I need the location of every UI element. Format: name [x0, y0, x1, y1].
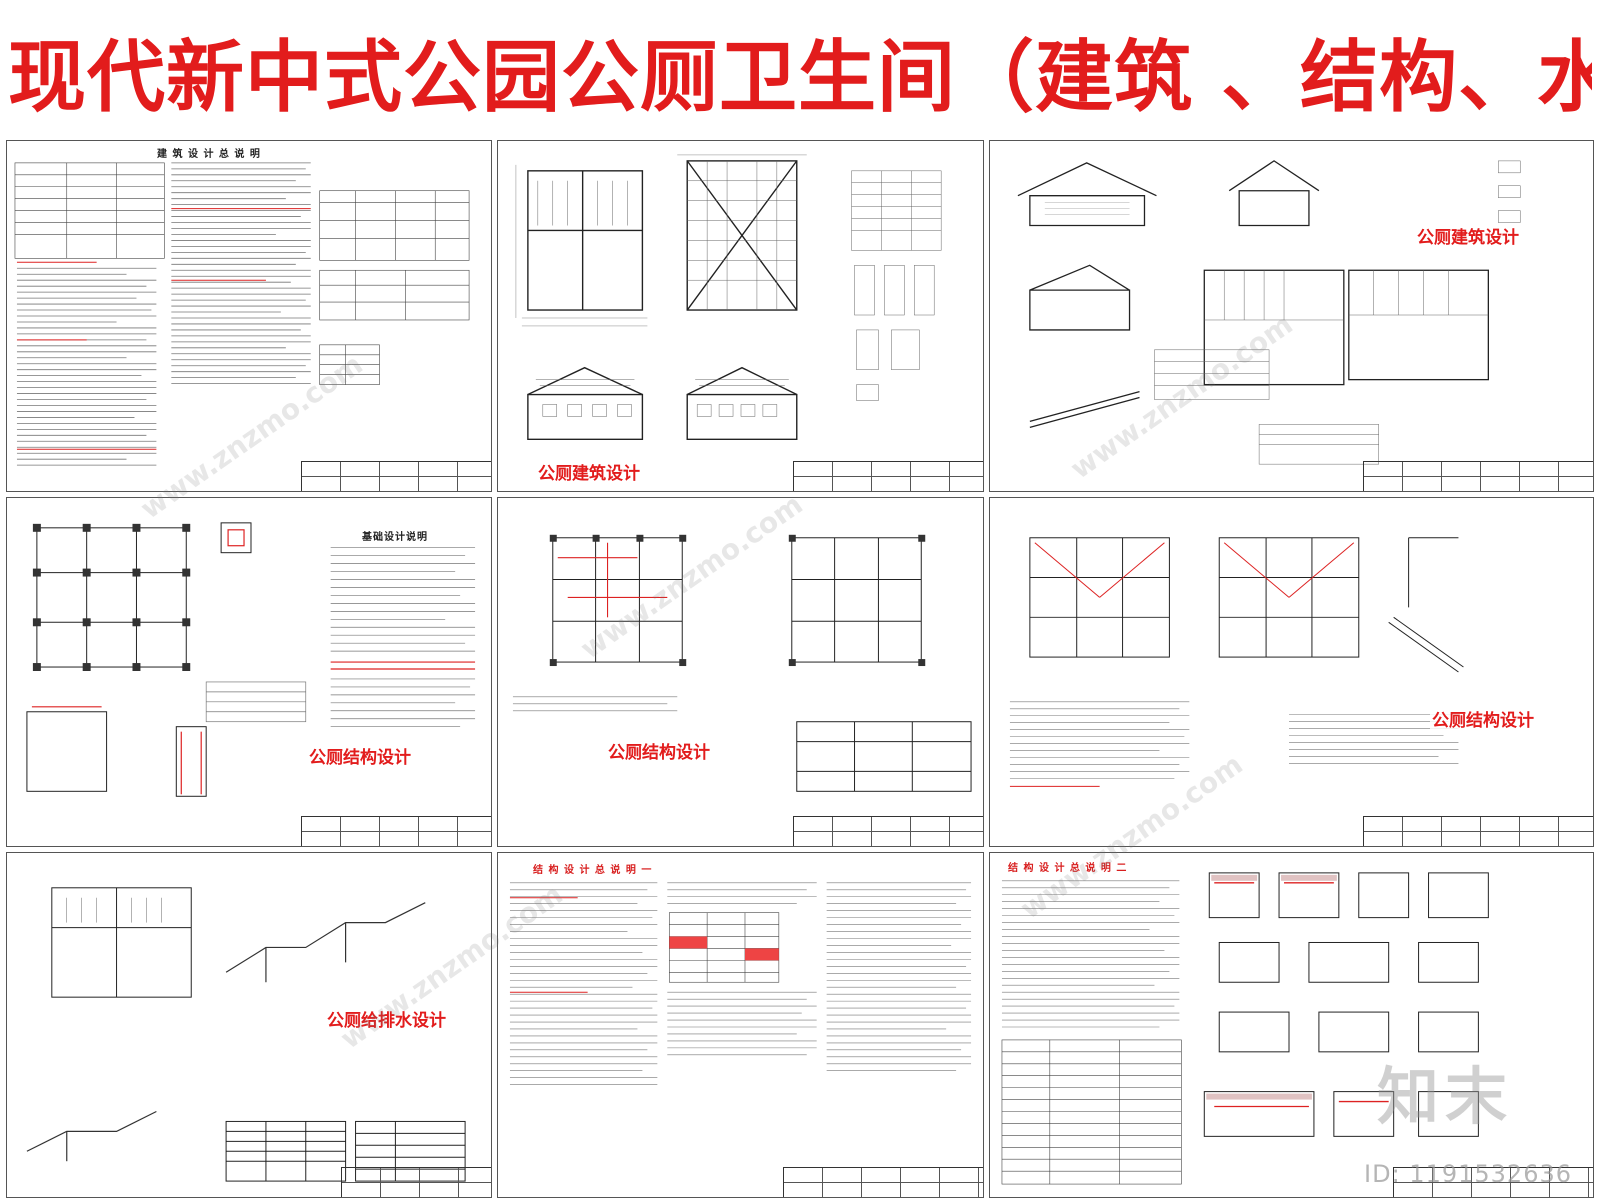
- sheet-heading: 结 构 设 计 总 说 明 一: [533, 865, 653, 876]
- sheet-label: 公厕给排水设计: [325, 1006, 448, 1031]
- title-block: [783, 1167, 983, 1197]
- sheet-plumbing-design[interactable]: 公厕给排水设计: [6, 852, 492, 1198]
- sheet-label: 公厕建筑设计: [1415, 223, 1521, 248]
- notes-one-drawing: [509, 882, 972, 1085]
- sheet-structural-plans[interactable]: 公厕结构设计: [497, 497, 984, 847]
- brand-logo: 知末: [1376, 1060, 1513, 1133]
- page-title: 现代新中式公园公厕卫生间（建筑 、结构、水电）: [8, 33, 1592, 123]
- notes-two-drawing: [1001, 872, 1489, 1185]
- sheet-architectural-notes[interactable]: 建 筑 设 计 总 说 明: [6, 140, 492, 492]
- title-block: [301, 816, 491, 846]
- sheet-roof-structure[interactable]: 公厕结构设计: [989, 497, 1594, 847]
- title-block: [341, 1167, 491, 1197]
- roof-structure-drawing: [1009, 537, 1464, 787]
- title-block: [1363, 816, 1593, 846]
- sheet-structural-notes-two[interactable]: 结 构 设 计 总 说 明 二: [989, 852, 1594, 1198]
- sheet-label: 公厕结构设计: [1430, 706, 1536, 731]
- title-block: [1363, 461, 1593, 491]
- title-block: [301, 461, 491, 491]
- title-block: [793, 461, 983, 491]
- sheet-label: 公厕建筑设计: [536, 459, 642, 484]
- sheet-structural-notes-one[interactable]: 结 构 设 计 总 说 明 一: [497, 852, 984, 1198]
- sheet-heading: 建 筑 设 计 总 说 明: [157, 149, 261, 160]
- sheet-label: 公厕结构设计: [307, 743, 413, 768]
- drawing-sheet-grid: 建 筑 设 计 总 说 明: [6, 140, 1594, 1198]
- sheet-heading: 结 构 设 计 总 说 明 二: [1008, 863, 1128, 874]
- sheet-foundation-design[interactable]: 基础设计说明 公厕结构设计: [6, 497, 492, 847]
- sheet-heading: 基础设计说明: [362, 532, 428, 543]
- beam-plan-drawing: [512, 534, 972, 792]
- plan-drawing: [515, 154, 942, 440]
- image-id: ID: 1191532636: [1364, 1160, 1572, 1188]
- title-block: [1393, 1167, 1593, 1197]
- foundation-drawing: [26, 522, 476, 797]
- sheet-label: 公厕结构设计: [606, 738, 712, 763]
- section-drawing: [1017, 160, 1521, 465]
- notes-drawing: [14, 162, 470, 466]
- title-block: [793, 816, 983, 846]
- sheet-architectural-plans[interactable]: 公厕建筑设计: [497, 140, 984, 492]
- sheet-architectural-sections[interactable]: 公厕建筑设计: [989, 140, 1594, 492]
